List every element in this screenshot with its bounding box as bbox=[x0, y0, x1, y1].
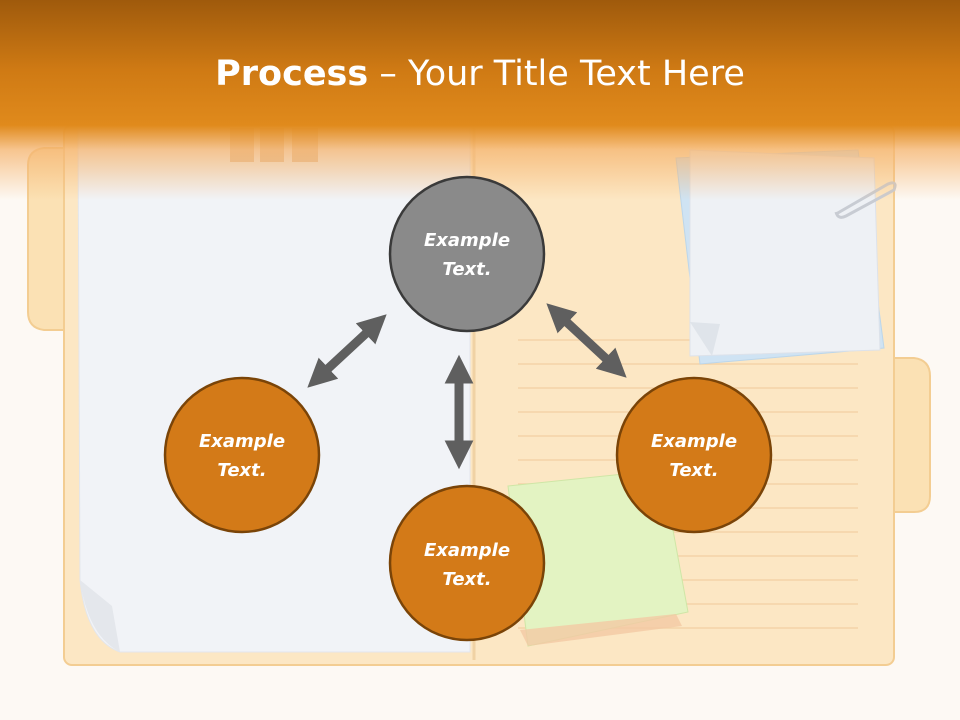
node-label-top: Example Text. bbox=[402, 226, 532, 284]
header-band bbox=[0, 0, 960, 200]
title-bold: Process bbox=[215, 54, 369, 94]
node-label-left: Example Text. bbox=[177, 427, 307, 485]
node-bottom-line2: Text. bbox=[442, 569, 492, 590]
title-rest: – Your Title Text Here bbox=[368, 54, 745, 94]
slide-title: Process – Your Title Text Here bbox=[0, 52, 960, 96]
node-left-line1: Example bbox=[198, 431, 286, 452]
node-top-line2: Text. bbox=[442, 259, 492, 280]
node-left-line2: Text. bbox=[217, 460, 267, 481]
node-circle-top bbox=[388, 175, 546, 333]
node-circle-left bbox=[163, 376, 321, 534]
node-top-line1: Example bbox=[423, 230, 511, 251]
arrow-top-right bbox=[546, 303, 627, 378]
node-circle-bottom bbox=[388, 484, 546, 642]
node-label-bottom: Example Text. bbox=[402, 536, 532, 594]
node-circle-right bbox=[615, 376, 773, 534]
arrow-top-left bbox=[307, 314, 387, 388]
node-right-line1: Example bbox=[650, 431, 738, 452]
node-right-line2: Text. bbox=[669, 460, 719, 481]
node-bottom-line1: Example bbox=[423, 540, 511, 561]
node-label-right: Example Text. bbox=[629, 427, 759, 485]
